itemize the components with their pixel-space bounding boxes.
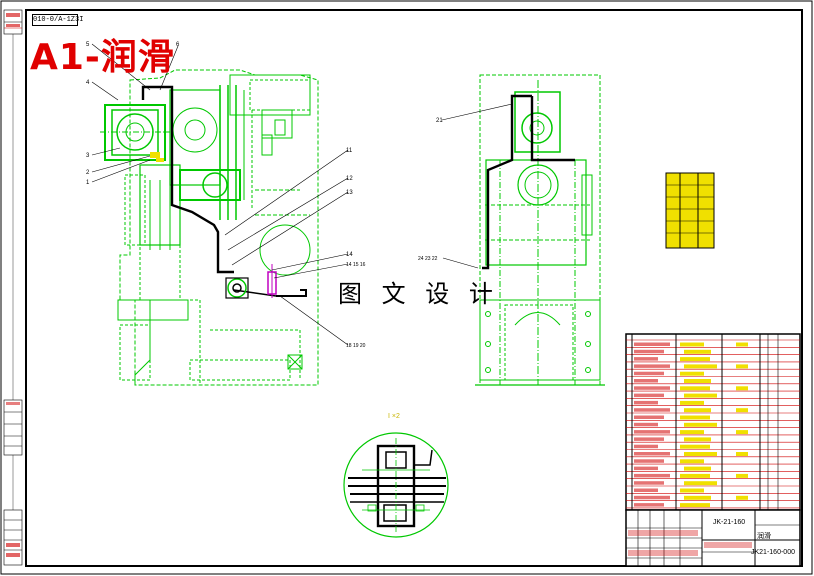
drawing-title: A1-润滑 [30, 37, 175, 78]
sheet-code: 010-0/A-1Z3I [32, 14, 84, 26]
part-group-bottom: 18 19 20 [346, 343, 366, 349]
part-number-5: 5 [86, 42, 90, 48]
yellow-table [665, 172, 715, 249]
front-leaders [91, 43, 349, 346]
part-number-12: 12 [346, 176, 353, 182]
part-number-21: 21 [436, 118, 443, 124]
part-number-4: 4 [86, 80, 90, 86]
part-number-1: 1 [86, 180, 90, 186]
front-view-highlights [150, 152, 164, 162]
side-lube-pipe [482, 94, 575, 270]
detail-label: I ×2 [388, 413, 400, 420]
part-group-left-bottom: 14 15 16 [346, 262, 366, 268]
part-number-2: 2 [86, 170, 90, 176]
title-block-name: JK-21-160 [712, 519, 746, 526]
watermark-text: 图 文 设 计 [338, 280, 499, 308]
front-lube-pipe [141, 85, 307, 297]
front-pump [225, 264, 277, 299]
title-block-code: JK21-160-000 [751, 549, 795, 556]
front-view [100, 69, 319, 386]
part-number-14: 14 [346, 252, 353, 258]
inner-frame [25, 9, 803, 567]
left-margin-strips [3, 9, 23, 566]
title-block-drawing: 润滑 [757, 533, 771, 540]
part-number-13: 13 [346, 190, 353, 196]
detail-view [343, 432, 449, 538]
title-block [625, 509, 801, 567]
part-group-side-view: 24 23 22 [418, 256, 438, 262]
part-number-3: 3 [86, 153, 90, 159]
side-view [475, 74, 605, 386]
parts-list [625, 333, 801, 511]
side-leaders [441, 103, 513, 269]
part-number-6: 6 [176, 42, 180, 48]
part-number-11: 11 [346, 148, 353, 154]
